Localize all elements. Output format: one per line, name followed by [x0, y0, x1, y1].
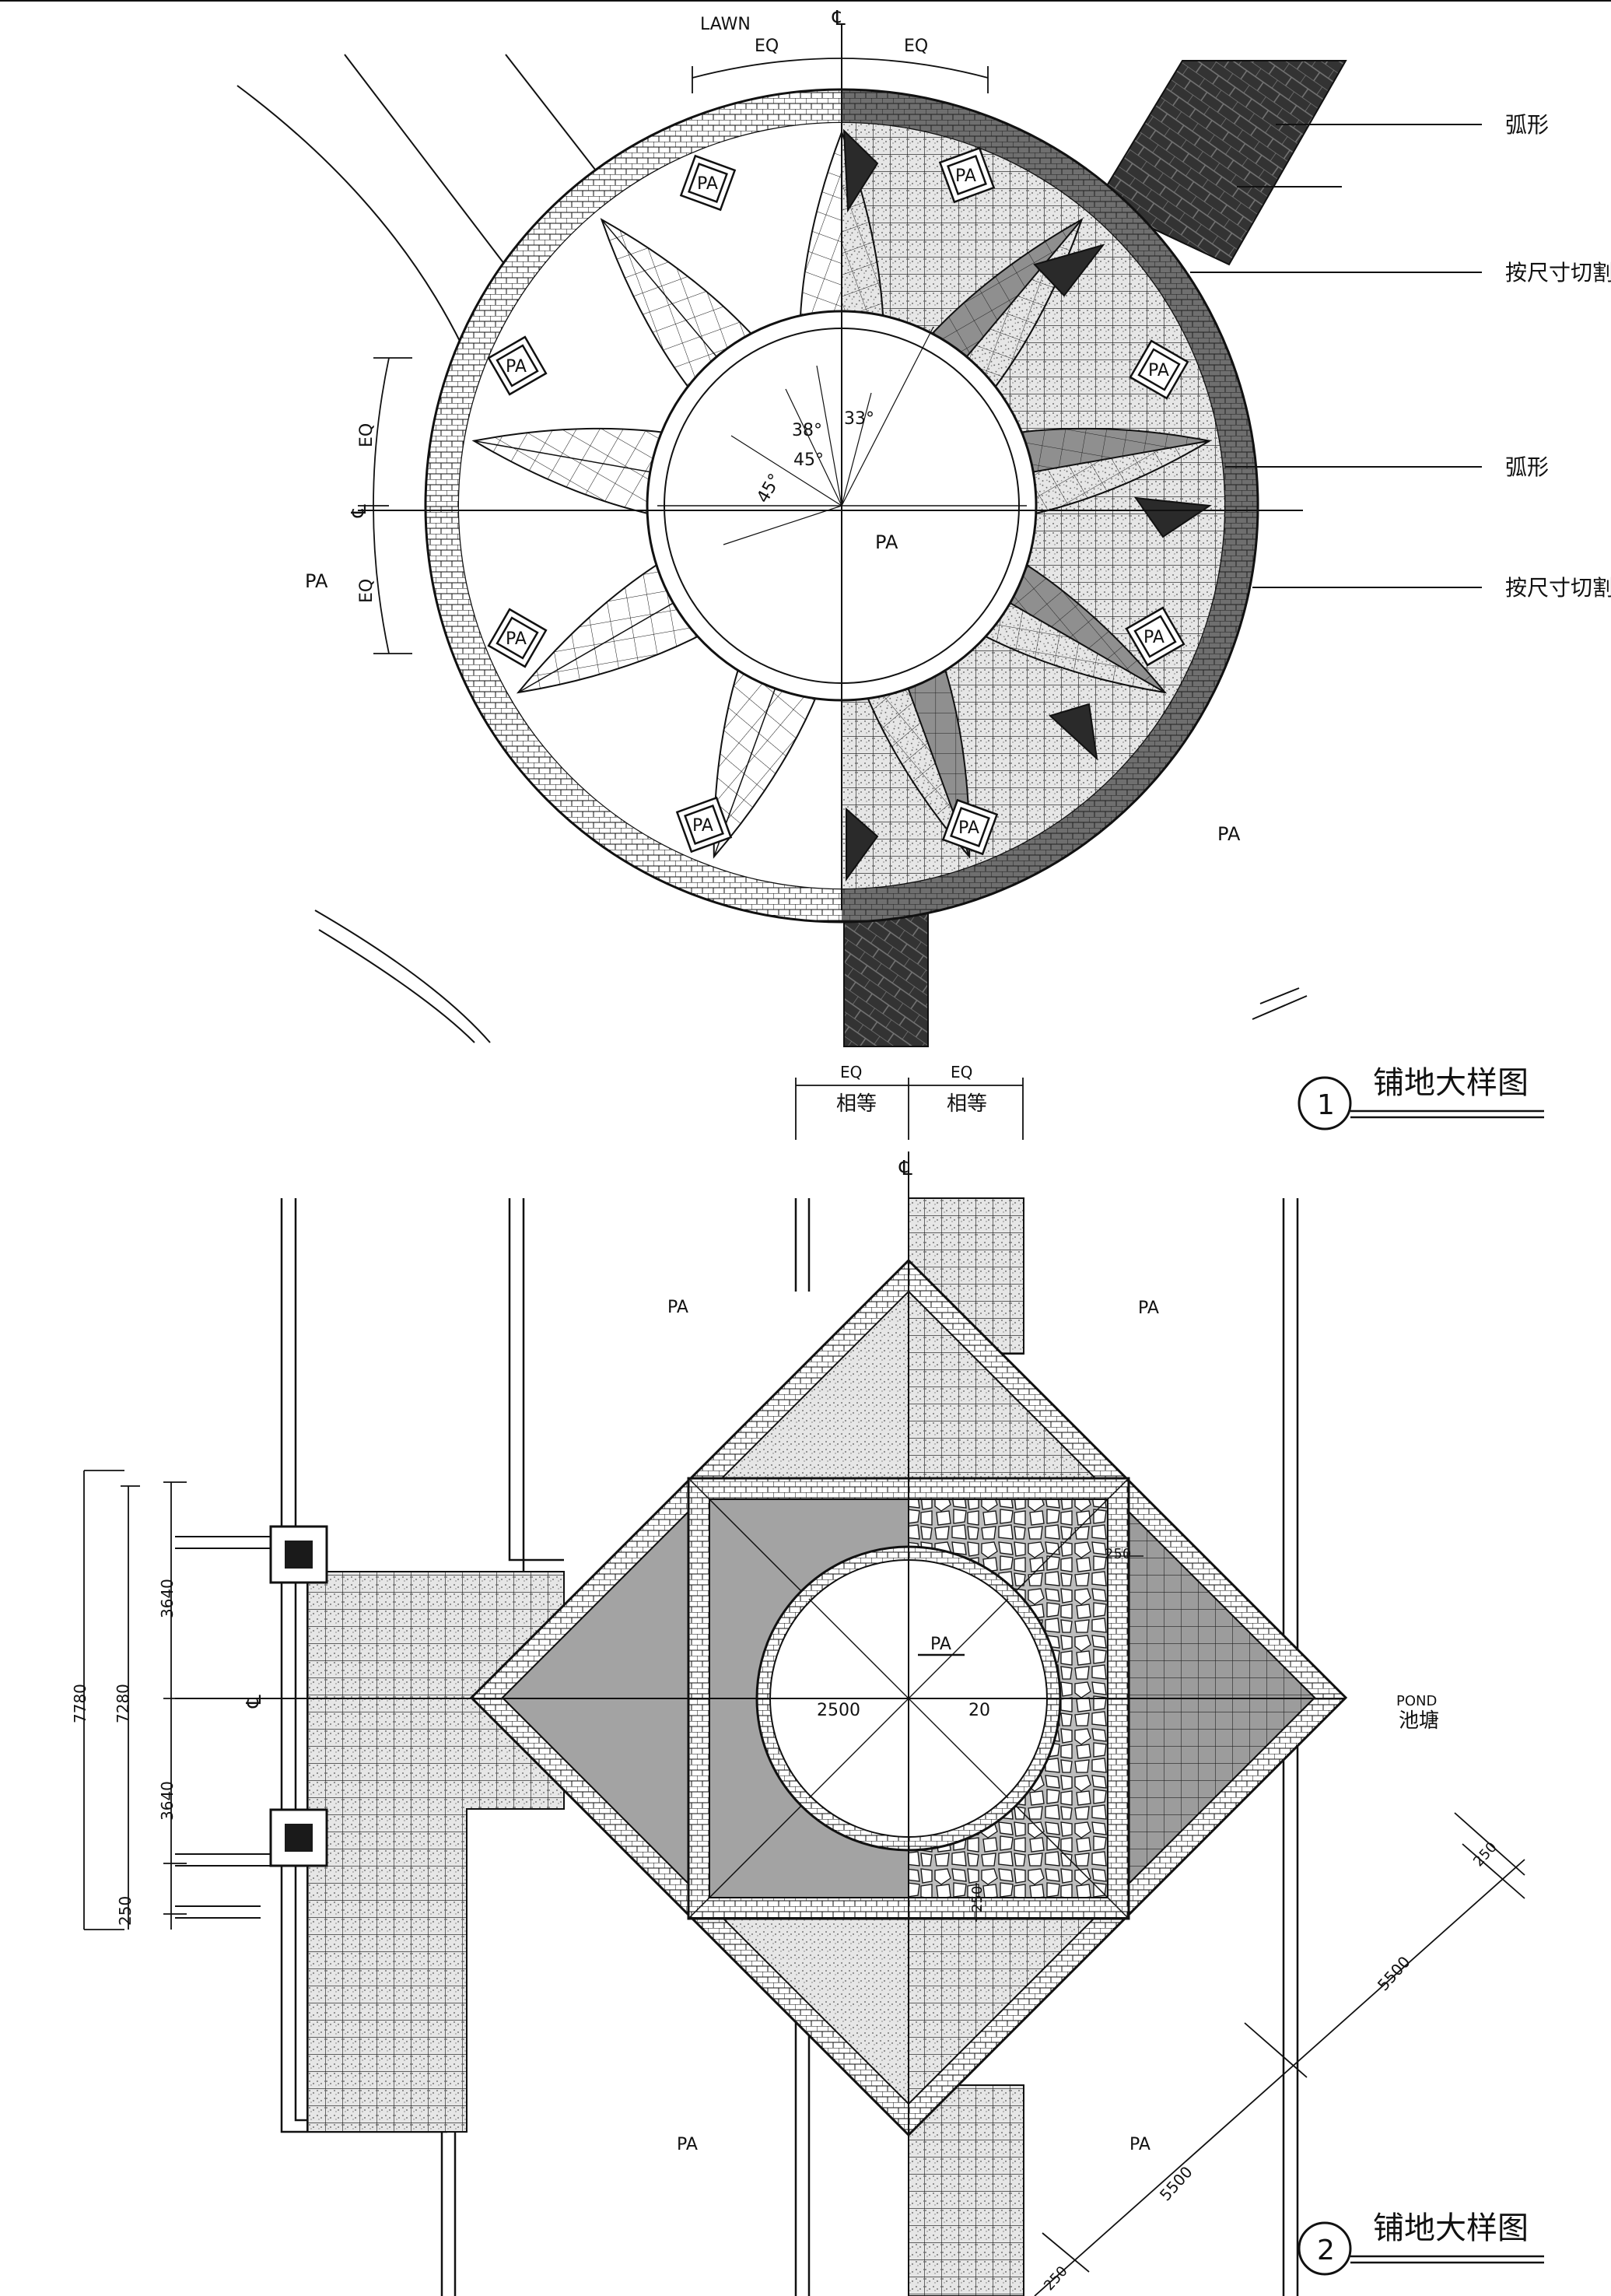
label-eq-left-lower: EQ [357, 579, 376, 603]
svg-text:PA: PA [506, 357, 527, 377]
label-eq-top-left: EQ [755, 37, 779, 56]
dim-20: 20 [968, 1701, 990, 1720]
eq-dimension-arcs [358, 54, 989, 654]
eq-dimension-bottom: EQ EQ 相等 相等 [795, 1063, 1024, 1140]
svg-text:2: 2 [1317, 2235, 1335, 2266]
dim-2500: 2500 [817, 1701, 860, 1720]
lamp-posts [175, 1525, 328, 1919]
drawing-1-title-text: 铺地大样图 [1373, 1065, 1529, 1101]
dim-250-inner-bottom: 250 [969, 1886, 986, 1912]
label-pa-pond: PA [930, 1635, 951, 1654]
dark-path-northeast [1095, 60, 1347, 266]
label-eq-top-right: EQ [904, 37, 928, 56]
dim-250-inner-top: 250 [1105, 1546, 1131, 1562]
plaque-labels: PA PA PA PA PA PA PA PA [506, 167, 1169, 838]
label-centerline-top: ℄ [832, 7, 846, 30]
drawing-1-title: 1 铺地大样图 [1298, 1065, 1544, 1130]
note-arc-2: 弧形 [1505, 454, 1549, 480]
label-pond-cn: 池塘 [1399, 1709, 1439, 1733]
label-pa-sw: PA [677, 2135, 698, 2154]
svg-text:PA: PA [506, 629, 527, 649]
drawing-2-title: 2 铺地大样图 [1298, 2210, 1544, 2276]
note-cut-2: 按尺寸切割 [1505, 575, 1611, 601]
note-arc-1: 弧形 [1505, 112, 1549, 138]
label-pa-se: PA [1129, 2135, 1150, 2154]
label-centerline-left: ℄ [348, 504, 371, 518]
drawing-1-circular-plaza: LAWN ℄ EQ EQ EQ EQ ℄ PA PA PA 33° 38° 45… [236, 7, 1611, 1140]
dim-3640-lower: 3640 [158, 1781, 177, 1821]
leader-lines [1190, 124, 1482, 588]
svg-text:相等: 相等 [947, 1092, 987, 1116]
dark-path-south [843, 910, 929, 1047]
drawing-2-diamond-plaza: 7780 7280 3640 3640 250 ℄ ℄ 2500 20 250 … [71, 1152, 1544, 2296]
dim-7780: 7780 [71, 1684, 89, 1723]
svg-text:EQ: EQ [951, 1063, 972, 1081]
label-pa-ne: PA [1138, 1299, 1159, 1318]
dim-250-diag-upper: 250 [1470, 1839, 1501, 1870]
walkway-south [908, 2084, 1024, 2296]
left-dimensions [83, 1470, 187, 1930]
label-centerline-left-2: ℄ [243, 1695, 266, 1709]
label-centerline-top-2: ℄ [898, 1157, 912, 1180]
svg-text:EQ: EQ [840, 1063, 862, 1081]
label-pa-center: PA [875, 531, 898, 553]
svg-text:PA: PA [697, 174, 718, 194]
svg-text:1: 1 [1317, 1089, 1335, 1121]
label-pa-bottom-right: PA [1217, 823, 1241, 845]
note-cut-1: 按尺寸切割 [1505, 260, 1611, 286]
label-pa-nw: PA [667, 1298, 688, 1317]
label-angle-33: 33° [844, 409, 874, 429]
svg-text:相等: 相等 [836, 1092, 877, 1116]
dim-5500-upper: 5500 [1374, 1952, 1414, 1994]
label-pond-en: POND [1396, 1693, 1437, 1709]
dim-250-left: 250 [116, 1896, 135, 1926]
label-pa-left: PA [305, 570, 328, 592]
label-lawn: LAWN [700, 15, 751, 34]
dark-leaf-tips [842, 128, 1212, 882]
svg-text:PA: PA [1148, 361, 1169, 380]
label-eq-left-upper: EQ [357, 423, 376, 447]
pa-plaques [487, 146, 1189, 856]
label-angle-38: 38° [792, 421, 822, 440]
dim-inner-ticks [975, 1555, 1143, 1922]
svg-text:PA: PA [692, 816, 713, 836]
drawing-2-title-text: 铺地大样图 [1373, 2210, 1529, 2246]
diagonal-dimensions [1034, 1812, 1525, 2296]
svg-text:PA: PA [1143, 628, 1164, 647]
dim-7280: 7280 [114, 1684, 132, 1723]
svg-text:PA: PA [958, 818, 979, 838]
svg-text:PA: PA [955, 167, 976, 186]
dim-3640-upper: 3640 [158, 1579, 177, 1618]
label-angle-45: 45° [793, 450, 824, 470]
